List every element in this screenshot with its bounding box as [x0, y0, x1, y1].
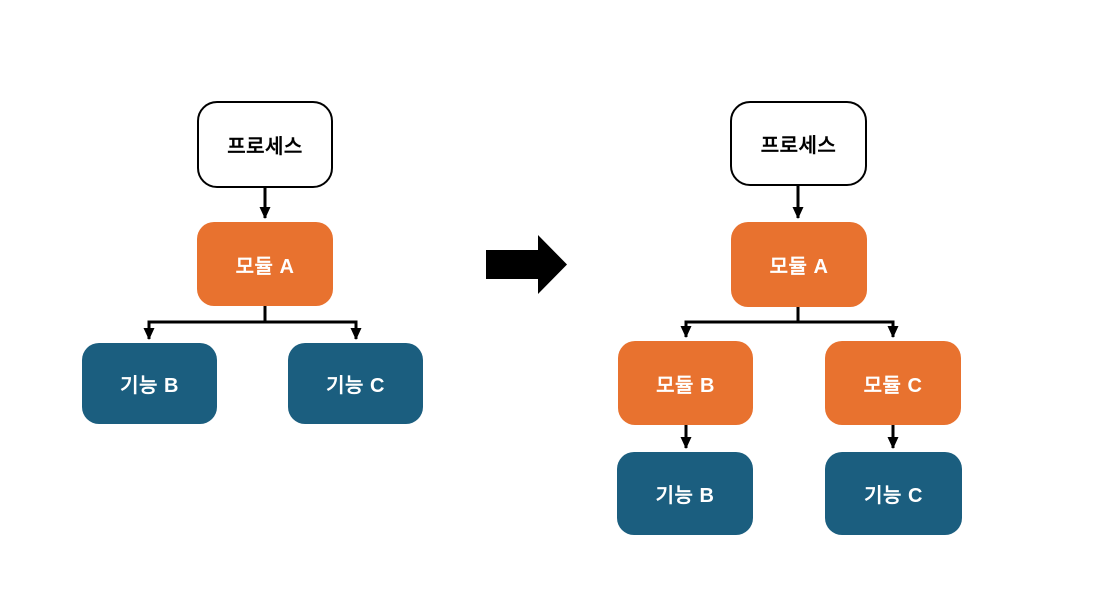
node-label: 기능 B — [120, 375, 179, 397]
node-after-module-b: 모듈 B — [618, 341, 753, 425]
node-after-process: 프로세스 — [730, 101, 867, 186]
node-label: 기능 B — [655, 485, 715, 507]
node-label: 프로세스 — [227, 136, 303, 158]
node-before-func-b: 기능 B — [82, 343, 217, 424]
node-label: 기능 C — [326, 375, 385, 397]
node-label: 프로세스 — [760, 135, 837, 157]
node-after-module-a: 모듈 A — [731, 222, 867, 307]
node-after-func-b: 기능 B — [617, 452, 753, 535]
node-before-module-a: 모듈 A — [197, 222, 333, 306]
node-before-process: 프로세스 — [197, 101, 333, 188]
node-after-func-c: 기능 C — [825, 452, 962, 535]
node-label: 모듈 B — [656, 374, 715, 397]
node-after-module-c: 모듈 C — [825, 341, 961, 425]
node-label: 모듈 C — [863, 374, 923, 397]
node-before-func-c: 기능 C — [288, 343, 423, 424]
transform-arrow-icon — [486, 235, 567, 294]
node-label: 기능 C — [864, 485, 923, 507]
node-label: 모듈 A — [769, 256, 829, 278]
node-label: 모듈 A — [235, 255, 295, 278]
